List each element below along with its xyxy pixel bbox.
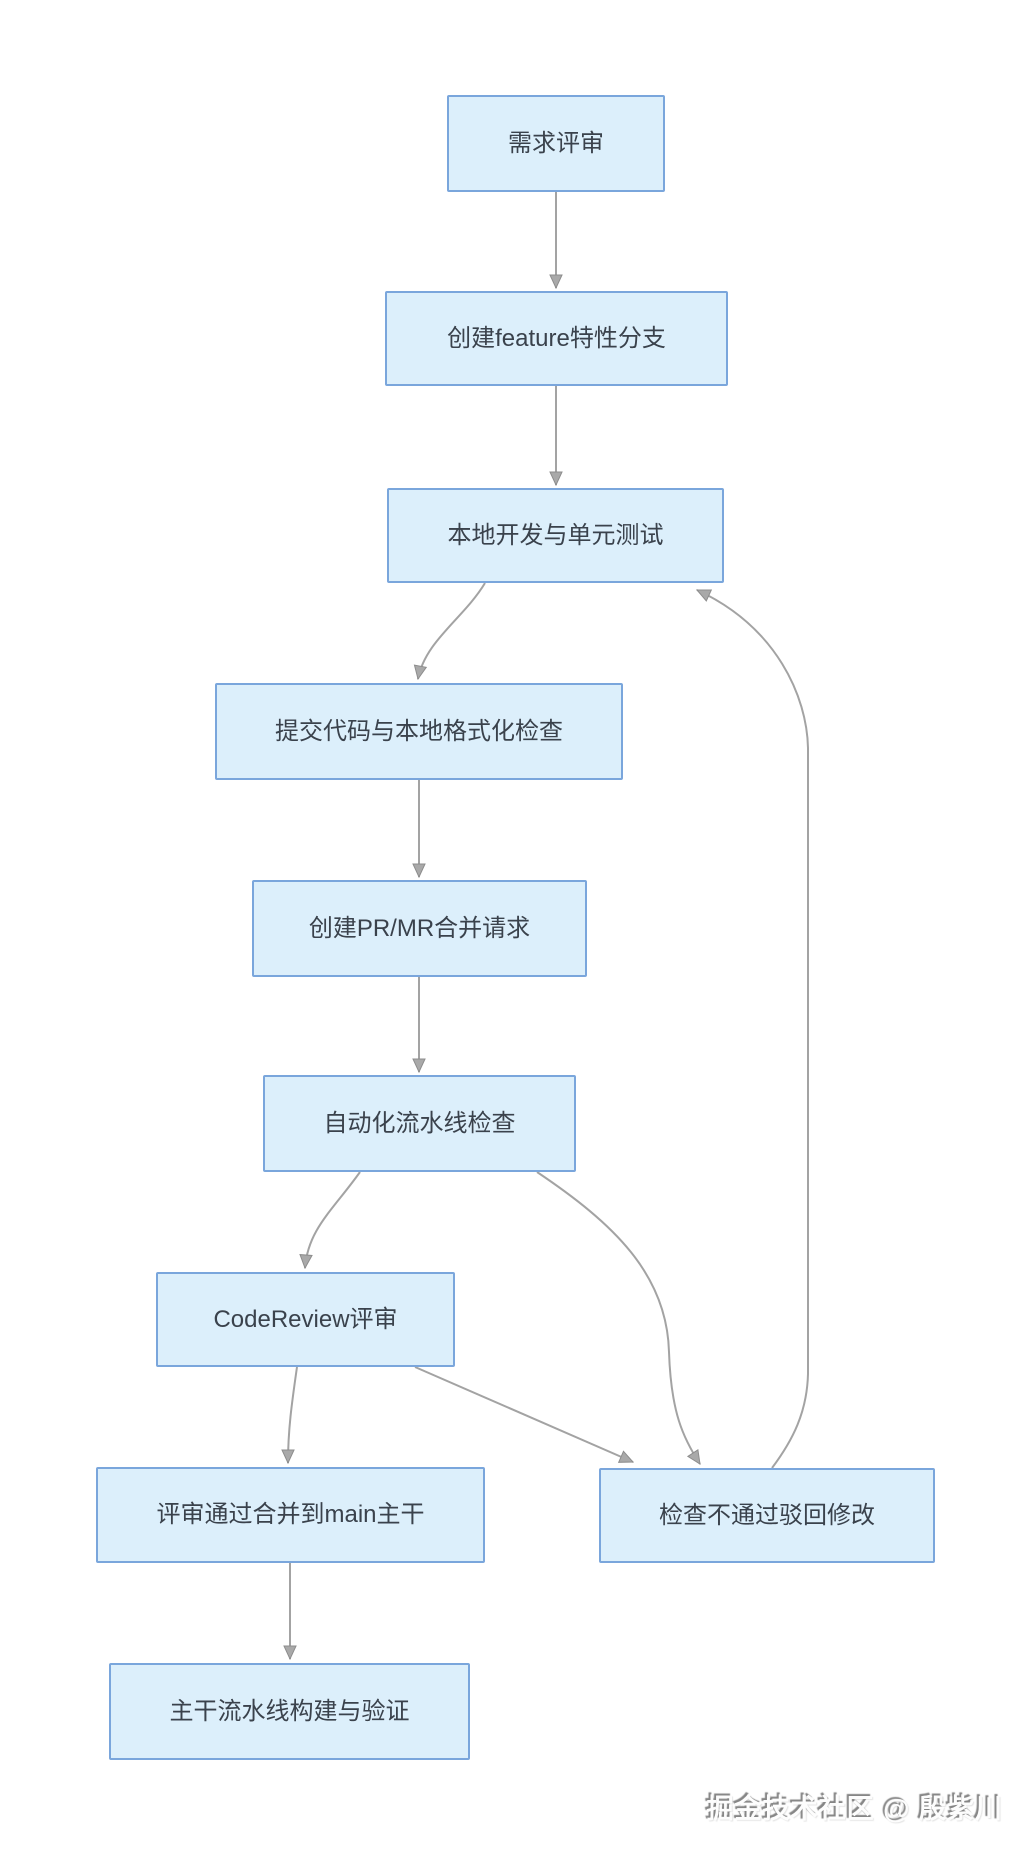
- edge-pipeline-check-to-code-review: [305, 1171, 361, 1268]
- node-label-merge-to-main: 评审通过合并到main主干: [156, 1501, 425, 1528]
- node-label-code-review: CodeReview评审: [213, 1305, 398, 1333]
- edge-local-dev-unit-test-to-commit-format-check: [418, 582, 486, 679]
- watermark-credit: 掘金技术社区 @ 殷紫川: [706, 1794, 1003, 1824]
- node-local-dev-unit-test: 本地开发与单元测试: [387, 488, 724, 583]
- node-main-pipeline-build: 主干流水线构建与验证: [109, 1663, 470, 1760]
- edge-reject-modify-to-local-dev-unit-test: [697, 589, 809, 1469]
- node-label-pipeline-check: 自动化流水线检查: [323, 1109, 516, 1137]
- node-label-create-pr-mr: 创建PR/MR合并请求: [308, 914, 531, 942]
- edge-code-review-to-merge-to-main: [288, 1366, 298, 1463]
- node-pipeline-check: 自动化流水线检查: [263, 1075, 576, 1172]
- node-reject-modify: 检查不通过驳回修改: [599, 1468, 935, 1563]
- node-commit-format-check: 提交代码与本地格式化检查: [215, 683, 623, 780]
- node-label-create-feature-branch: 创建feature特性分支: [447, 324, 666, 352]
- node-create-feature-branch: 创建feature特性分支: [385, 291, 728, 386]
- node-requirements-review: 需求评审: [447, 95, 665, 192]
- node-label-requirements-review: 需求评审: [508, 129, 604, 157]
- edge-code-review-to-reject-modify: [414, 1366, 633, 1463]
- edge-pipeline-check-to-reject-modify: [536, 1171, 701, 1464]
- node-label-local-dev-unit-test: 本地开发与单元测试: [447, 521, 664, 549]
- node-label-main-pipeline-build: 主干流水线构建与验证: [169, 1697, 410, 1725]
- node-merge-to-main: 评审通过合并到main主干: [96, 1467, 485, 1563]
- node-label-commit-format-check: 提交代码与本地格式化检查: [275, 717, 563, 745]
- node-label-reject-modify: 检查不通过驳回修改: [659, 1501, 875, 1529]
- node-create-pr-mr: 创建PR/MR合并请求: [252, 880, 587, 977]
- node-code-review: CodeReview评审: [156, 1272, 455, 1367]
